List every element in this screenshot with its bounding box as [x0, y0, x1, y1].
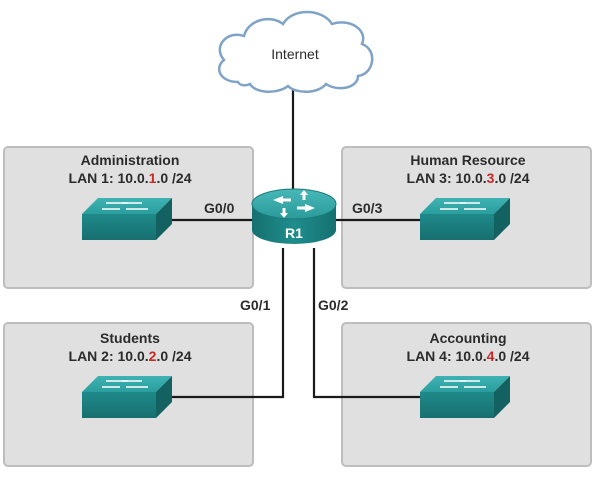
lan-subnet-accounting: LAN 4: 10.0.4.0 /24: [407, 348, 530, 364]
switch-icon-administration: [82, 198, 172, 240]
router-icon: [251, 188, 337, 244]
router-label: R1: [285, 225, 303, 241]
lan-subnet-human-resource: LAN 3: 10.0.3.0 /24: [407, 170, 530, 186]
lan-subnet-administration: LAN 1: 10.0.1.0 /24: [69, 170, 192, 186]
lan-title-human-resource: Human Resource: [410, 152, 525, 168]
lan-title-administration: Administration: [81, 152, 180, 168]
port-label-g0-1: G0/1: [240, 297, 271, 313]
switch-icon-human-resource: [420, 198, 510, 240]
switch-icon-accounting: [420, 376, 510, 418]
lan-subnet-students: LAN 2: 10.0.2.0 /24: [69, 348, 192, 364]
lan-title-accounting: Accounting: [430, 330, 507, 346]
port-label-g0-0: G0/0: [204, 200, 235, 216]
link-g0-2: [312, 248, 422, 399]
port-label-g0-2: G0/2: [318, 297, 349, 313]
link-g0-1: [172, 248, 285, 399]
internet-cloud-icon: [218, 10, 374, 93]
port-label-g0-3: G0/3: [352, 200, 383, 216]
internet-label: Internet: [271, 46, 319, 62]
switch-icon-students: [82, 376, 172, 418]
lan-title-students: Students: [100, 330, 160, 346]
